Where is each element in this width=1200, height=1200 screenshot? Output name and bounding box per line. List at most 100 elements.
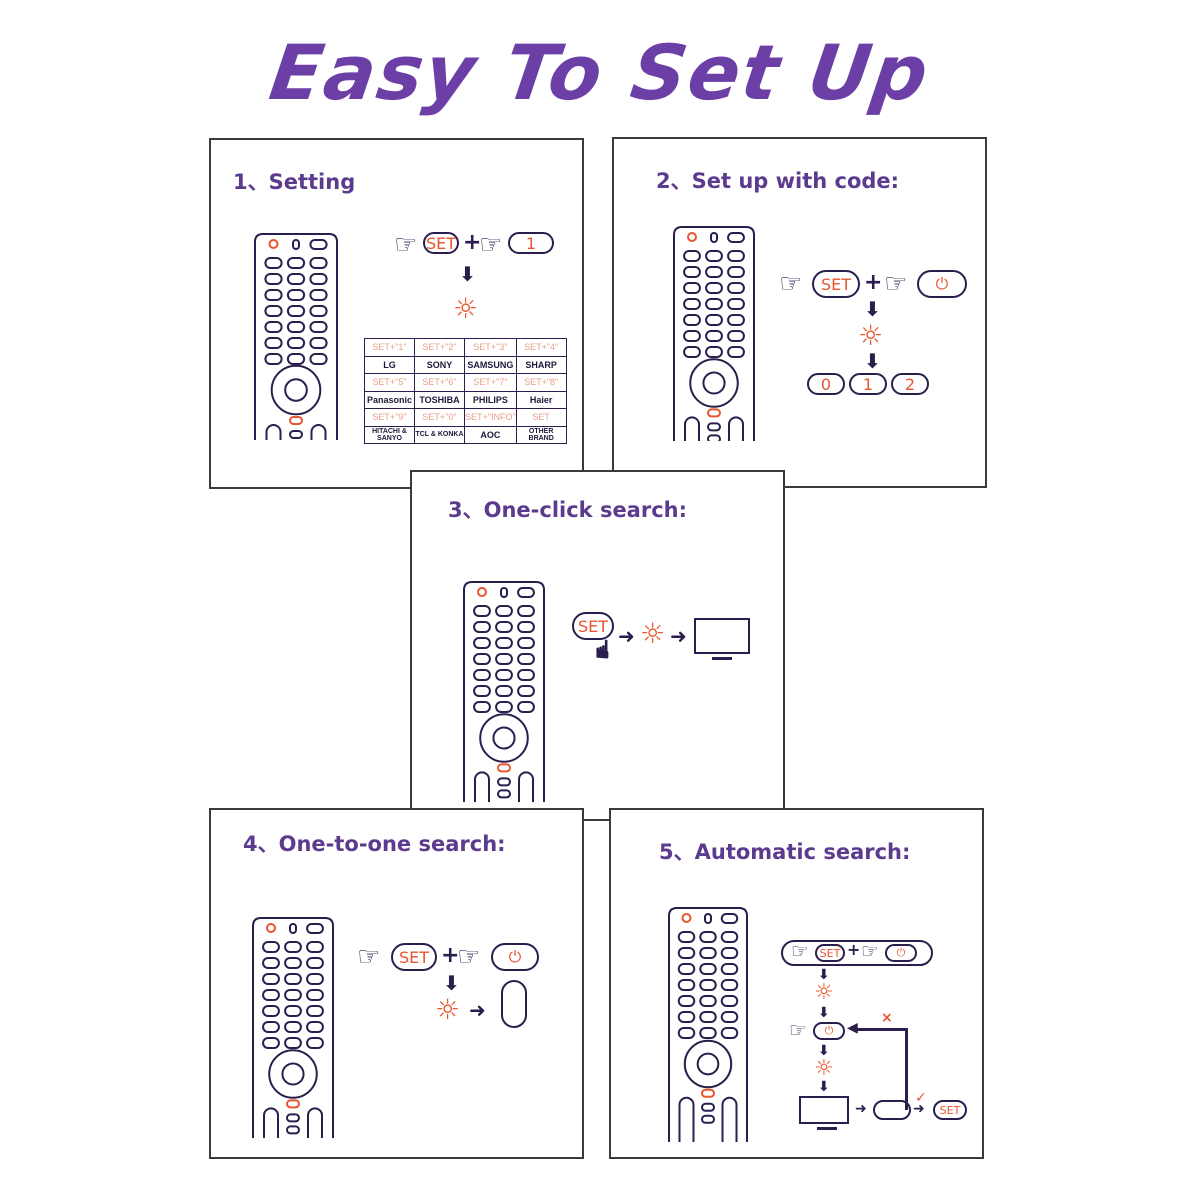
pointing-hand-icon: ☞ xyxy=(789,1018,807,1042)
arrow-down-icon: ⬇ xyxy=(818,1079,830,1095)
code-cell: SET+"9" xyxy=(364,408,415,427)
remote-icon xyxy=(460,580,548,811)
digit-key: 2 xyxy=(891,373,929,395)
channel-key xyxy=(501,980,527,1028)
loop-line xyxy=(905,1028,908,1110)
pointing-hand-icon: ☞ xyxy=(479,230,503,260)
pointing-hand-icon: ☞ xyxy=(791,939,809,963)
digit-key: 1 xyxy=(849,373,887,395)
code-cell: SET+"6" xyxy=(414,373,465,392)
brand-cell: SHARP xyxy=(515,355,567,374)
code-cell: SET+"INFO" xyxy=(464,408,517,427)
panel-title: 1、Setting xyxy=(233,170,356,194)
plus-sign: + xyxy=(441,943,460,968)
panel-title: 4、One-to-one search: xyxy=(243,832,506,856)
indicator-light-icon: ☼ xyxy=(435,993,461,1026)
fail-mark: × xyxy=(881,1010,893,1026)
indicator-light-icon: ☼ xyxy=(858,319,884,352)
table-row: SET+"1"SET+"2"SET+"3"SET+"4" xyxy=(364,338,567,357)
panel-setting: 1、Setting ☞ SET + ☞ 1 ⬇ ☼ SET+"1"SET+"2"… xyxy=(209,138,584,489)
arrow-left-icon: ◀ xyxy=(847,1020,858,1036)
tv-icon xyxy=(694,618,750,660)
arrow-down-icon: ⬇ xyxy=(818,1043,830,1059)
remote-icon xyxy=(249,916,337,1147)
pressing-hand-icon: ☚ xyxy=(586,637,617,661)
plus-sign: + xyxy=(847,940,861,959)
power-key: ⏻ xyxy=(885,944,917,962)
code-cell: SET+"1" xyxy=(364,338,415,357)
arrow-right-icon: ➜ xyxy=(469,998,486,1022)
tv-icon xyxy=(799,1096,849,1130)
panel-automatic-search: 5、Automatic search: ☞ SET + ☞ ⏻ ⬇ ☼ ⬇ ☞ … xyxy=(609,808,984,1159)
arrow-right-icon: ➜ xyxy=(670,624,687,648)
indicator-light-icon: ☼ xyxy=(453,292,479,325)
panel-title: 2、Set up with code: xyxy=(656,169,900,193)
brand-cell: SONY xyxy=(414,355,465,374)
remote-icon xyxy=(251,232,341,451)
code-cell: SET+"5" xyxy=(364,373,415,392)
digit-key: 0 xyxy=(807,373,845,395)
arrow-down-icon: ⬇ xyxy=(459,262,476,286)
brand-cell: Haier xyxy=(515,390,567,409)
brand-cell: OTHER BRAND xyxy=(515,425,567,444)
remote-icon xyxy=(670,225,758,450)
code-cell: SET+"4" xyxy=(515,338,567,357)
arrow-down-icon: ⬇ xyxy=(443,971,460,995)
arrow-down-icon: ⬇ xyxy=(818,967,830,983)
key-1: 1 xyxy=(508,232,554,254)
brand-cell: HITACHI & SANYO xyxy=(364,425,415,444)
indicator-light-icon: ☼ xyxy=(814,980,834,1005)
table-row: SET+"9"SET+"0"SET+"INFO"SET xyxy=(364,408,567,427)
brand-cell: PHILIPS xyxy=(464,390,517,409)
set-key: SET xyxy=(391,943,437,971)
pointing-hand-icon: ☞ xyxy=(861,939,879,963)
remote-icon xyxy=(665,906,751,1152)
confirm-key xyxy=(873,1100,911,1120)
brand-cell: LG xyxy=(364,355,415,374)
brand-cell: Panasonic xyxy=(364,390,415,409)
arrow-right-icon: ➜ xyxy=(618,624,635,648)
pointing-hand-icon: ☞ xyxy=(884,269,908,299)
code-cell: SET+"3" xyxy=(464,338,517,357)
arrow-down-icon: ⬇ xyxy=(818,1005,830,1021)
power-key: ⏻ xyxy=(917,270,967,298)
indicator-light-icon: ☼ xyxy=(814,1056,834,1081)
ok-mark: ✓ xyxy=(915,1090,927,1106)
arrow-down-icon: ⬇ xyxy=(864,349,881,373)
code-cell: SET+"0" xyxy=(414,408,465,427)
arrow-right-icon: ➜ xyxy=(913,1101,925,1117)
set-key: SET xyxy=(933,1100,967,1120)
panel-title: 5、Automatic search: xyxy=(659,840,911,864)
pointing-hand-icon: ☞ xyxy=(779,269,803,299)
brand-cell: AOC xyxy=(464,425,517,444)
pointing-hand-icon: ☞ xyxy=(394,230,418,260)
loop-line xyxy=(857,1028,907,1031)
code-cell: SET+"8" xyxy=(515,373,567,392)
pointing-hand-icon: ☞ xyxy=(457,942,481,972)
code-cell: SET xyxy=(515,408,567,427)
code-cell: SET+"7" xyxy=(464,373,517,392)
brand-cell: SAMSUNG xyxy=(464,355,517,374)
set-key: SET xyxy=(423,232,459,254)
pointing-hand-icon: ☞ xyxy=(357,942,381,972)
power-key: ⏻ xyxy=(491,943,539,971)
code-cell: SET+"2" xyxy=(414,338,465,357)
panel-code-setup: 2、Set up with code: ☞ SET + ☞ ⏻ ⬇ ☼ ⬇ 0 … xyxy=(612,137,987,488)
set-key: SET xyxy=(572,612,614,640)
power-key: ⏻ xyxy=(813,1022,845,1040)
plus-sign: + xyxy=(864,270,883,295)
panel-title: 3、One-click search: xyxy=(448,498,688,522)
table-row: SET+"5"SET+"6"SET+"7"SET+"8" xyxy=(364,373,567,392)
set-key: SET xyxy=(812,270,860,298)
set-key: SET xyxy=(815,944,845,962)
brand-cell: TOSHIBA xyxy=(414,390,465,409)
panel-one-to-one-search: 4、One-to-one search: ☞ SET + ☞ ⏻ ⬇ ☼ ➜ xyxy=(209,808,584,1159)
plus-sign: + xyxy=(463,230,482,255)
arrow-down-icon: ⬇ xyxy=(864,297,881,321)
panel-one-click-search: 3、One-click search: SET ☚ ➜ ☼ ➜ xyxy=(410,470,785,821)
brand-cell: TCL & KONKA xyxy=(414,425,465,444)
